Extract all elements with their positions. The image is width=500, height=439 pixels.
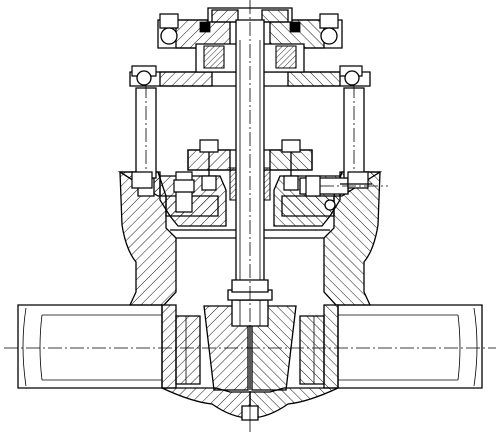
seat-rings bbox=[175, 315, 325, 385]
bonnet-bolts bbox=[131, 171, 369, 213]
right-pipe-end bbox=[337, 304, 483, 389]
drain-plug bbox=[241, 405, 259, 421]
valve-stem bbox=[227, 0, 273, 432]
left-pipe-end bbox=[17, 304, 163, 389]
yoke-pillars bbox=[135, 84, 365, 182]
yoke-nut-housing bbox=[157, 7, 343, 73]
right-bonnet-stud bbox=[320, 183, 388, 187]
